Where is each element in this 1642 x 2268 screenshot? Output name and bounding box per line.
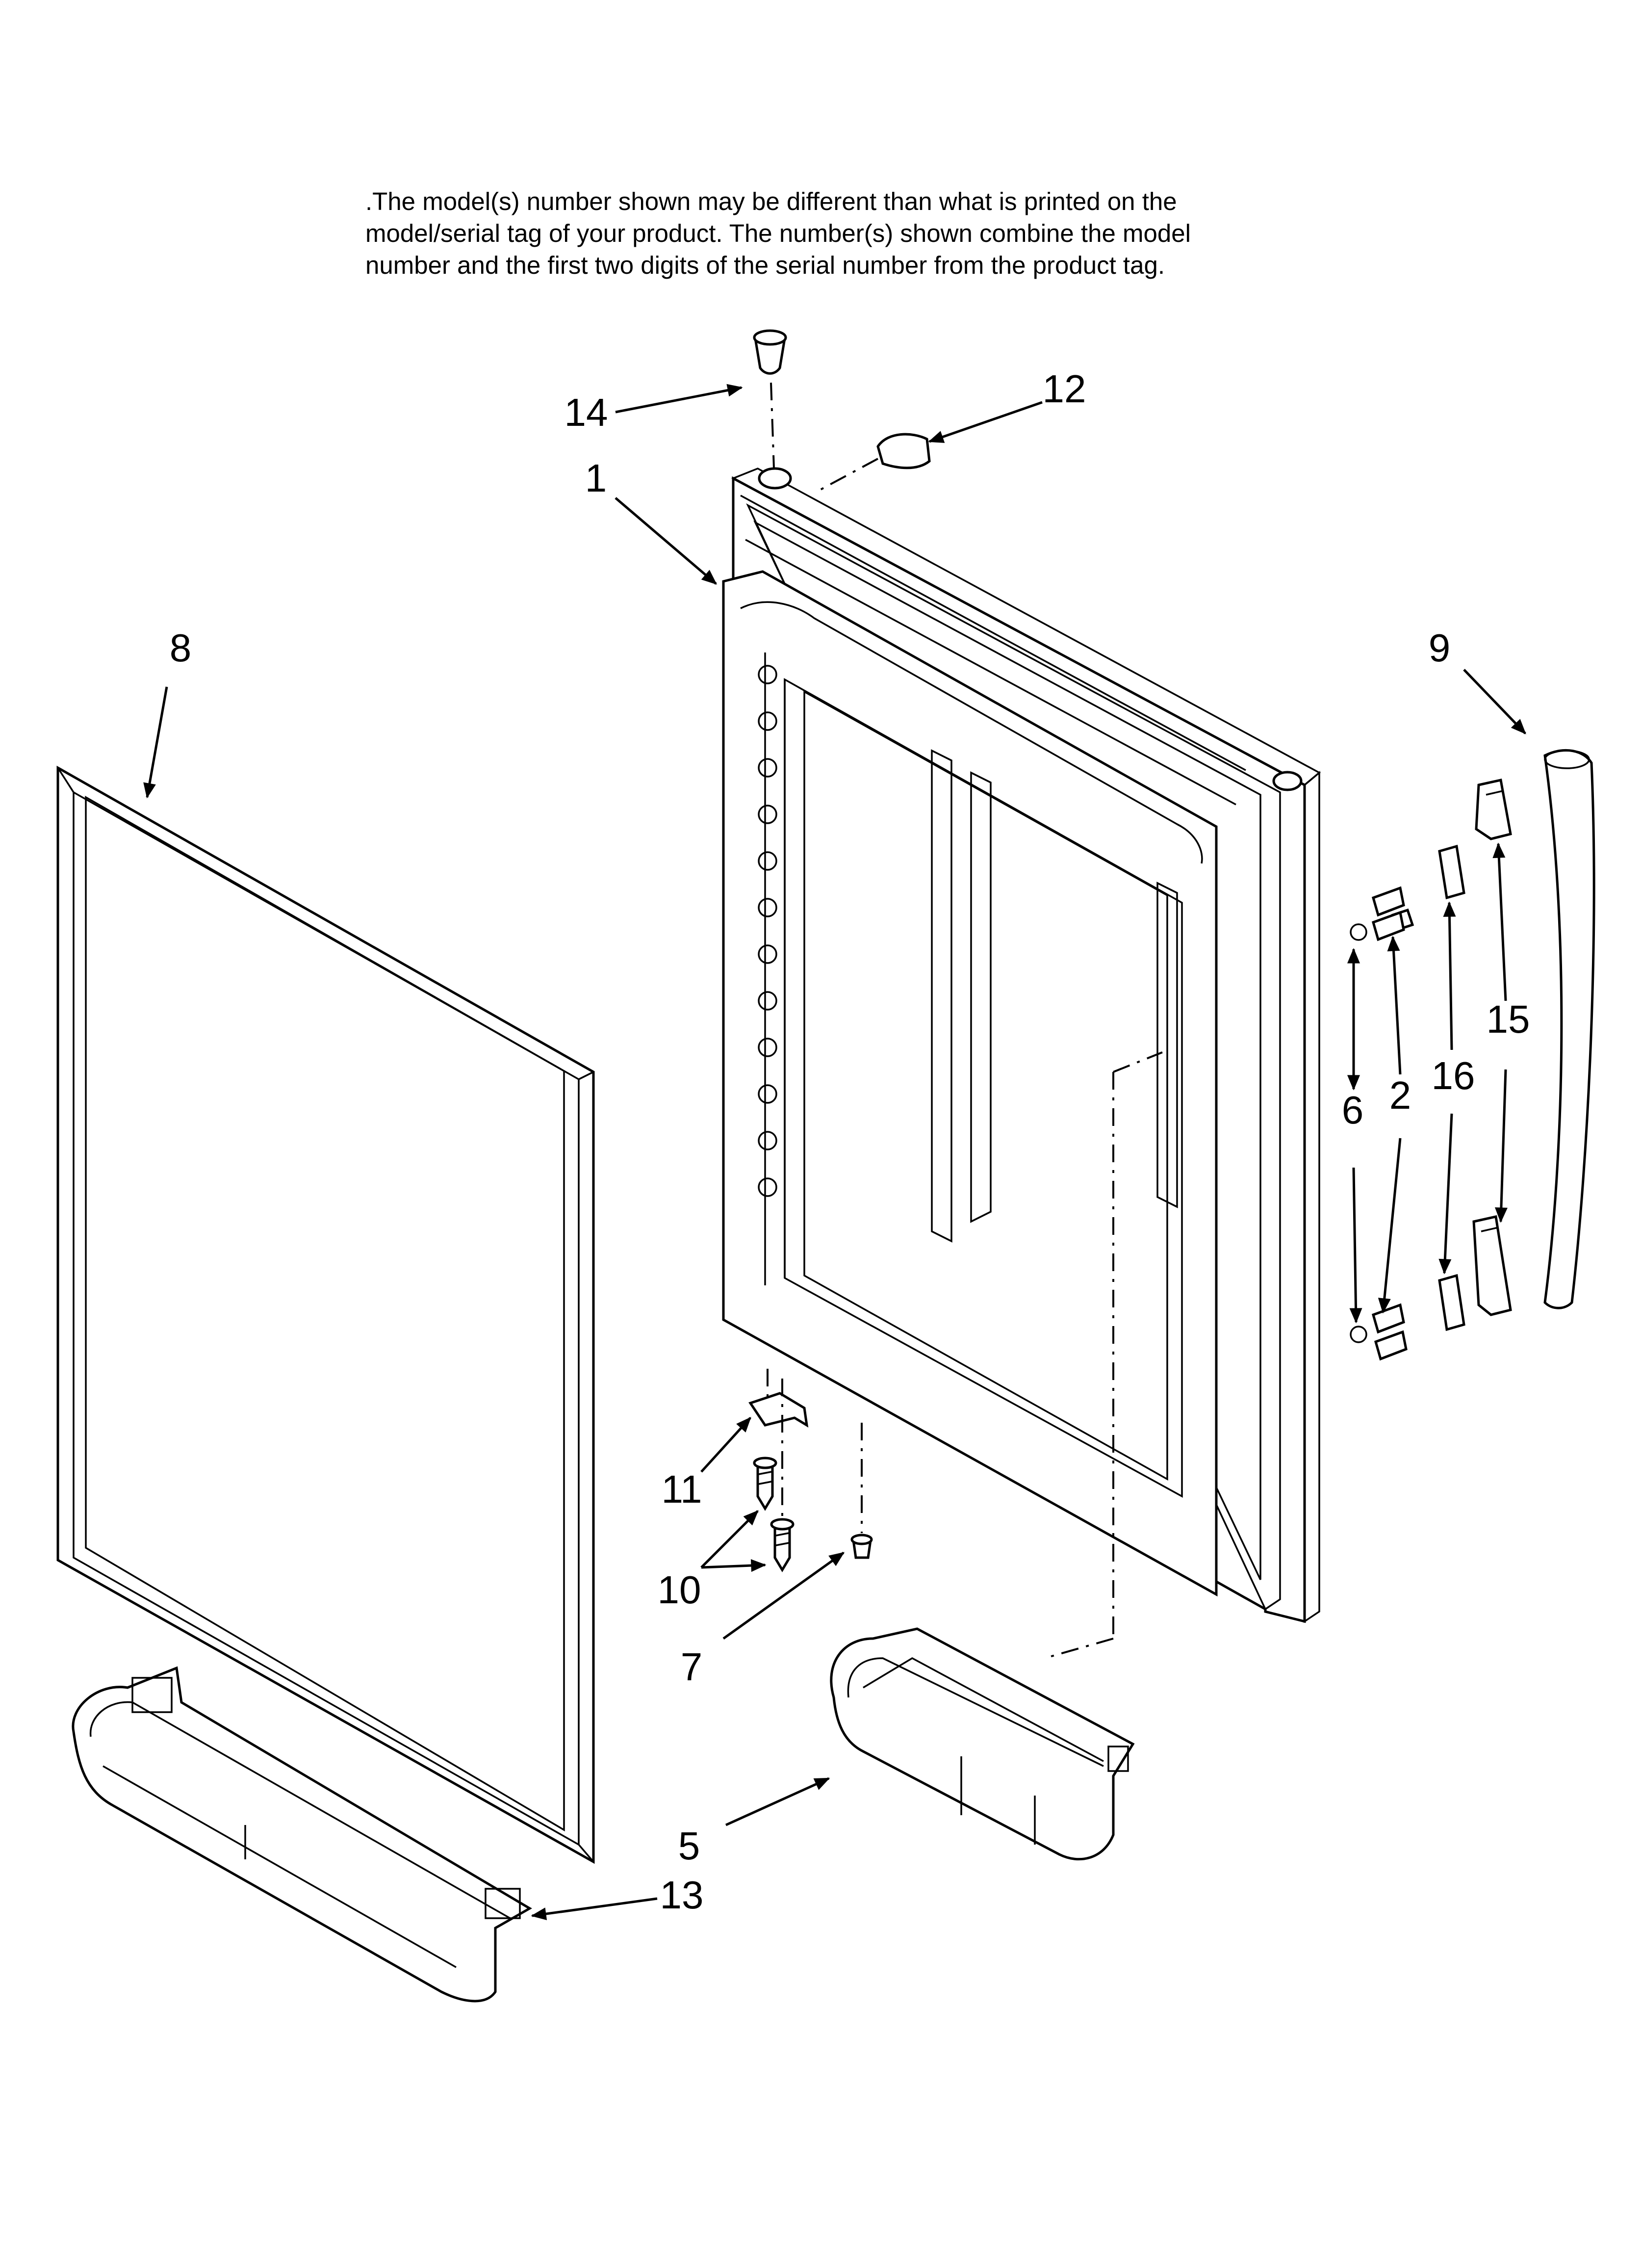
door-assembly-part [722,467,1321,1623]
notice-line-3: number and the first two digits of the s… [365,251,1165,279]
callout-1: 1 [585,456,607,500]
callout-12: 12 [1043,367,1086,411]
callout-6: 6 [1342,1088,1364,1132]
lower-screws-part [753,1457,795,1572]
model-number-notice: .The model(s) number shown may be differ… [365,185,1346,281]
callout-5: 5 [678,1824,700,1868]
door-panel-part [56,765,595,1864]
bushing-part [753,329,787,469]
stop-bracket-part [748,1369,809,1545]
callout-14: 14 [564,391,608,434]
bottom-bin-part [72,1666,532,2003]
notice-line-1: .The model(s) number shown may be differ… [365,187,1177,215]
callout-10: 10 [658,1568,701,1612]
callout-15: 15 [1487,997,1530,1041]
callout-13: 13 [660,1873,704,1917]
handle-part [1543,749,1595,1309]
door-bin-part [830,1051,1163,1861]
callout-7: 7 [681,1645,703,1689]
callout-9: 9 [1429,626,1451,670]
callout-16: 16 [1432,1054,1475,1097]
callout-2: 2 [1389,1073,1411,1117]
leader-lines [143,384,1526,1920]
upper-hinge-hardware [1350,778,1512,941]
lower-hinge-hardware [1350,1215,1512,1361]
shelf-clip-column [758,665,777,1197]
notice-line-2: model/serial tag of your product. The nu… [365,219,1191,247]
callout-11: 11 [661,1467,702,1511]
top-gasket-part [814,433,931,494]
plug-part [850,1423,873,1559]
callout-8: 8 [170,626,192,670]
